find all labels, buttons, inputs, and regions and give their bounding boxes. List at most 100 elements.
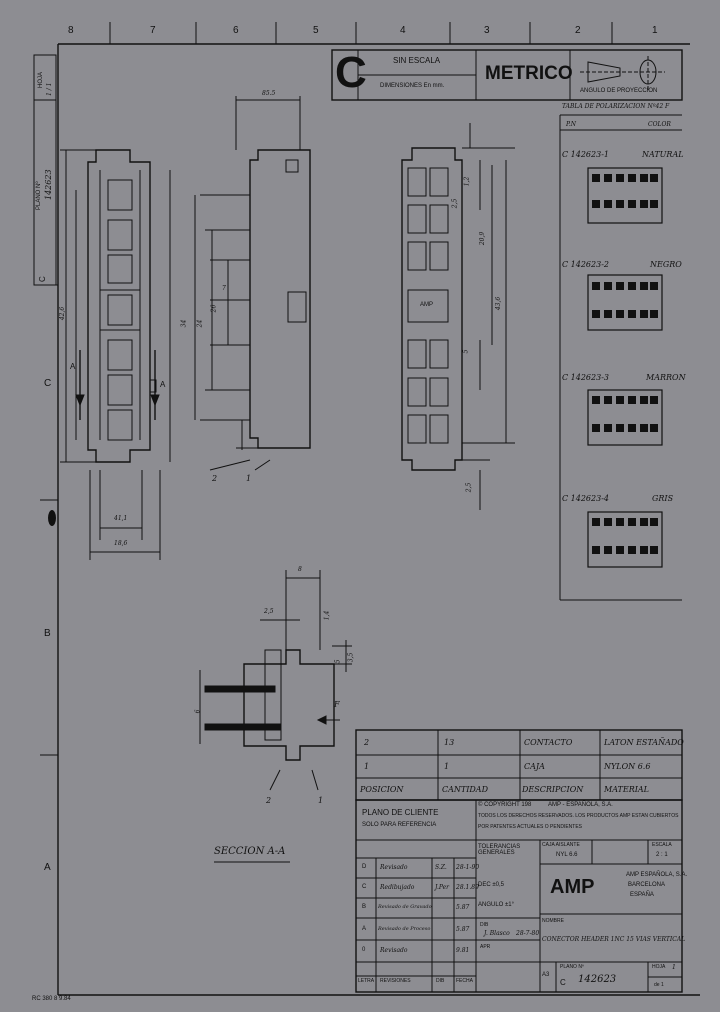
revision-date: 5.87	[456, 904, 470, 911]
section-label: SECCION A-A	[214, 846, 286, 857]
apr-label: APR	[480, 944, 491, 950]
polarization-pn: C 142623-3	[562, 373, 609, 382]
revision-date: 28-1-90	[456, 864, 480, 871]
copyright-line: POR PATENTES ACTUALES O PENDIENTES	[478, 824, 583, 830]
revision-by: J.Per	[435, 884, 450, 891]
dim-label: 2,5	[465, 482, 473, 493]
material-desc: CONTACTO	[524, 738, 573, 747]
material-pos: 2	[364, 738, 370, 747]
revision-desc: Revisado de Gravado	[378, 904, 432, 910]
polarization-col-pn: P.N	[566, 121, 576, 128]
revision-by: S.Z.	[435, 864, 447, 871]
dim-label: 2,5	[451, 198, 459, 209]
col-label: 8	[68, 25, 74, 36]
side-hoja-value: 1 / 1	[46, 82, 53, 96]
company-name: AMP ESPAÑOLA, S.A.	[626, 872, 688, 878]
col-label: 3	[484, 25, 490, 36]
material-mat: NYLON 6.6	[604, 762, 651, 771]
nombre-value: CONECTOR HEADER 1NC 15 VIAS VERTICAL	[542, 936, 686, 943]
col-label: 7	[150, 25, 156, 36]
polarization-pn: C 142623-4	[562, 494, 609, 503]
section-marker: A	[160, 380, 166, 389]
material-qty: 13	[444, 738, 455, 747]
dim-label: 5	[334, 659, 342, 664]
hoja-label: HOJA	[652, 964, 666, 970]
revision-letter: B	[362, 904, 367, 910]
col-label: 4	[400, 25, 406, 36]
revision-date: 9.81	[456, 947, 470, 954]
section-marker: A	[70, 362, 76, 371]
dim-label: 18,6	[114, 540, 128, 547]
plano-label: PLANO Nº	[560, 964, 584, 970]
projection-text: ANGULO DE PROYECCION	[580, 88, 658, 94]
revision-date: 28.1.89	[456, 884, 479, 891]
revision-letter: C	[362, 884, 367, 890]
callout-label: F	[334, 700, 340, 709]
caja-aislante-value: NYL 6.6	[556, 852, 578, 858]
polarization-title: TABLA DE POLARIZACION Nº42 F	[562, 103, 670, 110]
materials-header: CANTIDAD	[442, 785, 488, 794]
polarization-col-color: COLOR	[648, 121, 671, 128]
dim-label: 43,6	[495, 296, 503, 311]
polarization-pn: C 142623-2	[562, 260, 609, 269]
dim-label: 6	[194, 709, 202, 714]
revision-letter: A	[362, 926, 367, 932]
row-label: A	[44, 862, 51, 873]
material-mat: LATON ESTAÑADO	[604, 738, 684, 747]
polarization-color: NATURAL	[642, 150, 684, 159]
revision-letter: D	[362, 864, 367, 870]
dim-label: 8	[298, 566, 302, 573]
dim-label: 2,5	[264, 608, 274, 615]
plano-number: 142623	[578, 974, 617, 985]
copyright-line: TODOS LOS DERECHOS RESERVADOS. LOS PRODU…	[478, 813, 679, 819]
dim-label: 26	[210, 304, 218, 313]
revision-date: 5.87	[456, 926, 470, 933]
col-label: 6	[233, 25, 239, 36]
hoja-value: 1	[672, 964, 676, 971]
polarization-color: MARRON	[646, 373, 686, 382]
revision-desc: Redibujado	[380, 884, 415, 891]
revisions-header: LETRA	[358, 978, 375, 984]
col-label: 5	[313, 25, 319, 36]
client-note: SOLO PARA REFERENCIA	[362, 822, 437, 828]
side-plano-label: PLANO Nº	[36, 181, 42, 210]
callout-label: 1	[246, 474, 252, 483]
dim-label: 5	[462, 349, 470, 354]
dim-label: 85.5	[262, 90, 276, 97]
hoja-de: de 1	[654, 982, 664, 988]
plano-size: A3	[542, 972, 550, 978]
dim-label: 20,9	[479, 231, 487, 246]
dim-label: 1,2	[463, 176, 471, 187]
dim-label: 3,5	[347, 652, 355, 663]
client-note: PLANO DE CLIENTE	[362, 808, 439, 817]
company-logo: AMP	[550, 876, 595, 898]
materials-header: POSICION	[360, 785, 404, 794]
material-pos: 1	[364, 762, 370, 771]
revision-letter: 0	[362, 947, 366, 953]
drawing-size: C	[335, 48, 367, 97]
side-hoja-label: HOJA	[38, 71, 44, 88]
footer-code: RC 380 8 9.84	[32, 996, 71, 1002]
polarization-color: GRIS	[652, 494, 674, 503]
materials-header: MATERIAL	[604, 785, 649, 794]
dimensions-text: DIMENSIONES En mm.	[380, 83, 445, 89]
materials-header: DESCRIPCION	[522, 785, 584, 794]
revisions-header: FECHA	[456, 978, 473, 984]
polarization-pn: C 142623-1	[562, 150, 609, 159]
revisions-header: DIB	[436, 978, 445, 984]
dib-label: DIB	[480, 922, 489, 928]
escala-label: ESCALA	[652, 842, 672, 848]
material-desc: CAJA	[524, 762, 545, 771]
dim-label: 1,4	[323, 610, 331, 621]
callout-label: 1	[318, 796, 324, 805]
revisions-header: REVISIONES	[380, 978, 411, 984]
polarization-color: NEGRO	[650, 260, 682, 269]
copyright-line: AMP - ESPAÑOLA, S.A.	[548, 802, 613, 808]
dib-date: 28-7-80	[516, 930, 540, 937]
system-text: METRICO	[485, 63, 573, 84]
row-label: C	[44, 378, 52, 389]
amp-mark: AMP	[420, 302, 434, 308]
col-label: 2	[575, 25, 581, 36]
